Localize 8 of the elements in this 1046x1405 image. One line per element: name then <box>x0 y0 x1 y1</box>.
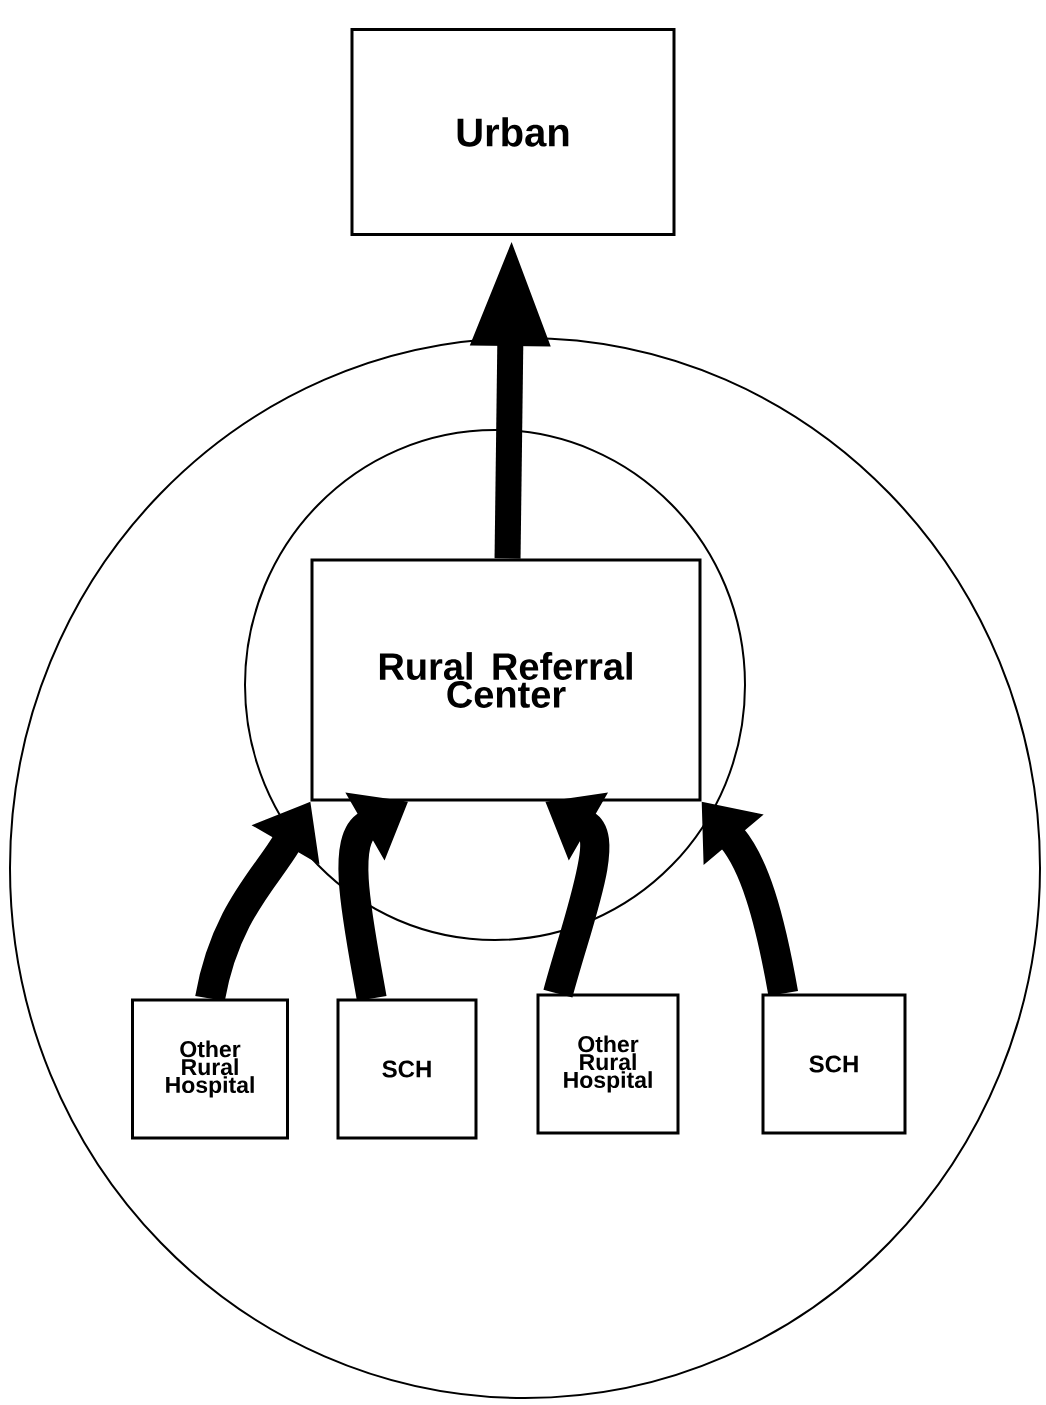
box: Other Rural Hospital <box>536 993 680 1135</box>
box: Rural Referral Center <box>310 558 702 802</box>
box: Other Rural Hospital <box>131 998 289 1140</box>
circle <box>9 337 1041 1399</box>
box: Urban <box>350 28 676 236</box>
box: SCH <box>336 998 478 1140</box>
circle <box>244 429 746 941</box>
box: SCH <box>761 993 907 1135</box>
